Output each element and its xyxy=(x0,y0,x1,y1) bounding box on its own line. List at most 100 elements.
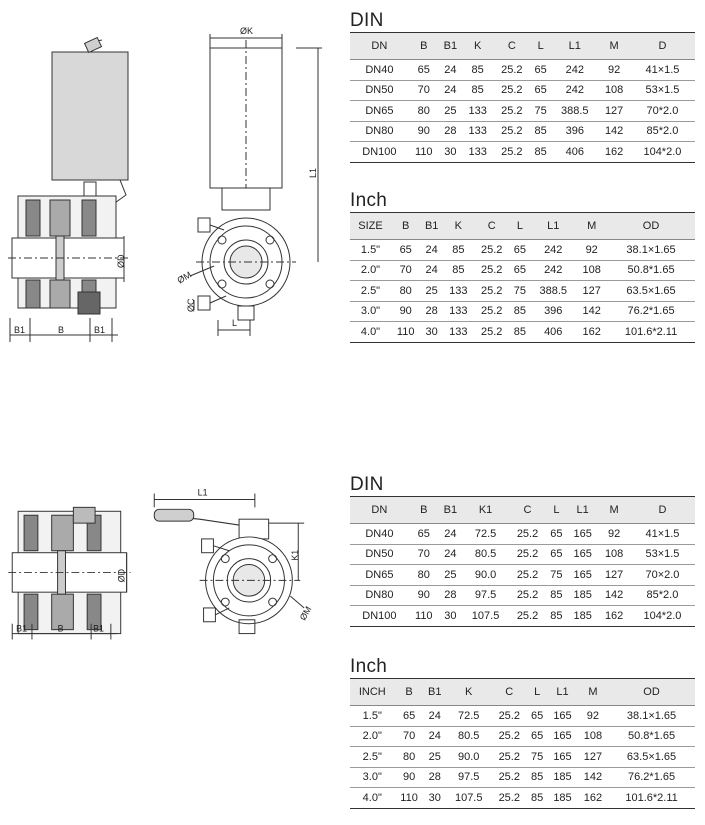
table-cell: 133 xyxy=(461,141,494,163)
table-title: Inch xyxy=(350,656,388,677)
table-cell: 80 xyxy=(394,746,424,768)
label-b1-left: B1 xyxy=(14,325,25,335)
col-header: L1 xyxy=(566,496,599,524)
col-header: L1 xyxy=(551,32,599,60)
table-cell: 24 xyxy=(438,544,462,565)
table-cell: 65 xyxy=(530,80,552,101)
col-header: OD xyxy=(607,212,695,240)
table-cell: 30 xyxy=(438,605,462,627)
table-cell: 85 xyxy=(442,239,474,261)
table-cell: 75 xyxy=(545,564,567,586)
label-od: ØD xyxy=(117,569,127,582)
table-cell: 25.2 xyxy=(473,280,510,302)
col-header: D xyxy=(629,32,695,60)
col-header: C xyxy=(493,32,531,60)
table-cell: 101.6*2.11 xyxy=(607,321,695,343)
table-cell: 41×1.5 xyxy=(629,59,695,81)
table-cell: 110 xyxy=(390,321,421,343)
table-cell: 70×2.0 xyxy=(629,564,695,586)
table-cell: 101.6*2.11 xyxy=(608,787,695,809)
col-header: M xyxy=(598,32,630,60)
table-cell: 24 xyxy=(423,726,446,747)
table-cell: 92 xyxy=(576,239,608,261)
table-cell: 65 xyxy=(509,260,531,281)
table-cell: 30 xyxy=(420,321,443,343)
table-cell: 85 xyxy=(509,321,531,343)
table-cell: 72.5 xyxy=(445,705,492,727)
table-cell: 127 xyxy=(576,280,608,302)
table-cell: 30 xyxy=(438,141,462,163)
table-cell: 65 xyxy=(509,239,531,261)
table-cell: 242 xyxy=(530,239,577,261)
table-cell: 133 xyxy=(442,321,474,343)
table-cell: 24 xyxy=(438,59,462,81)
table-cell: 110 xyxy=(408,605,439,627)
table-cell: 80 xyxy=(408,100,439,122)
table-cell: 25 xyxy=(438,564,462,586)
col-header: B xyxy=(394,678,424,706)
table-cell: 110 xyxy=(408,141,439,163)
table-cell: 63.5×1.65 xyxy=(608,746,695,768)
table-cell: 4.0" xyxy=(350,321,391,343)
table-cell: 90.0 xyxy=(445,746,492,768)
table-title: DIN xyxy=(350,474,384,495)
table-cell: 25.2 xyxy=(493,59,531,81)
table-cell: 162 xyxy=(576,321,608,343)
table-cell: 3.0" xyxy=(350,767,395,788)
col-header: M xyxy=(576,212,608,240)
table-cell: 80.5 xyxy=(445,726,492,747)
table-cell: DN100 xyxy=(350,141,409,163)
table-cell: 85 xyxy=(461,59,494,81)
table-cell: 107.5 xyxy=(445,787,492,809)
col-header: L1 xyxy=(530,212,577,240)
col-header: DN xyxy=(350,32,409,60)
table-cell: 25.2 xyxy=(491,767,528,788)
label-m: ØM xyxy=(176,270,194,286)
table-cell: 70*2.0 xyxy=(629,100,695,122)
table-cell: DN50 xyxy=(350,544,409,565)
table-cell: 25.2 xyxy=(491,726,528,747)
table-cell: DN80 xyxy=(350,121,409,142)
table-cell: 25.2 xyxy=(509,564,546,586)
table-cell: 65 xyxy=(408,523,439,545)
table-cell: 25 xyxy=(423,746,446,768)
table-cell: 104*2.0 xyxy=(629,605,695,627)
manual-valve-section: B1 B B1 ØD L1 K1 ØM DIN DN B B1 K1 C L L… xyxy=(0,460,705,825)
table-cell: 25.2 xyxy=(509,544,546,565)
table-cell: 242 xyxy=(530,260,577,281)
col-header: B xyxy=(390,212,421,240)
label-b: B xyxy=(58,325,64,335)
table-cell: 1.5" xyxy=(350,705,395,727)
table-cell: 165 xyxy=(566,564,599,586)
col-header: B xyxy=(408,496,439,524)
table-header-row: DN B B1 K1 C L L1 M D xyxy=(350,496,695,524)
label-od: ØD xyxy=(116,254,126,268)
table-cell: 92 xyxy=(598,59,630,81)
table-cell: 85 xyxy=(527,787,548,809)
table-cell: 107.5 xyxy=(461,605,510,627)
table-cell: 133 xyxy=(442,301,474,322)
table-cell: 28 xyxy=(438,585,462,606)
table-cell: 85 xyxy=(461,80,494,101)
table-cell: 65 xyxy=(408,59,439,81)
table-cell: 70 xyxy=(408,544,439,565)
col-header: B1 xyxy=(438,496,462,524)
table-cell: 406 xyxy=(530,321,577,343)
table-cell: 90 xyxy=(408,121,439,142)
table-cell: DN50 xyxy=(350,80,409,101)
label-l: L xyxy=(232,318,237,328)
table-cell: 1.5" xyxy=(350,239,391,261)
table-cell: 25.2 xyxy=(491,705,528,727)
table-cell: 85 xyxy=(530,121,552,142)
table-cell: 142 xyxy=(598,121,630,142)
table-cell: 38.1×1.65 xyxy=(607,239,695,261)
table-cell: 25.2 xyxy=(509,605,546,627)
